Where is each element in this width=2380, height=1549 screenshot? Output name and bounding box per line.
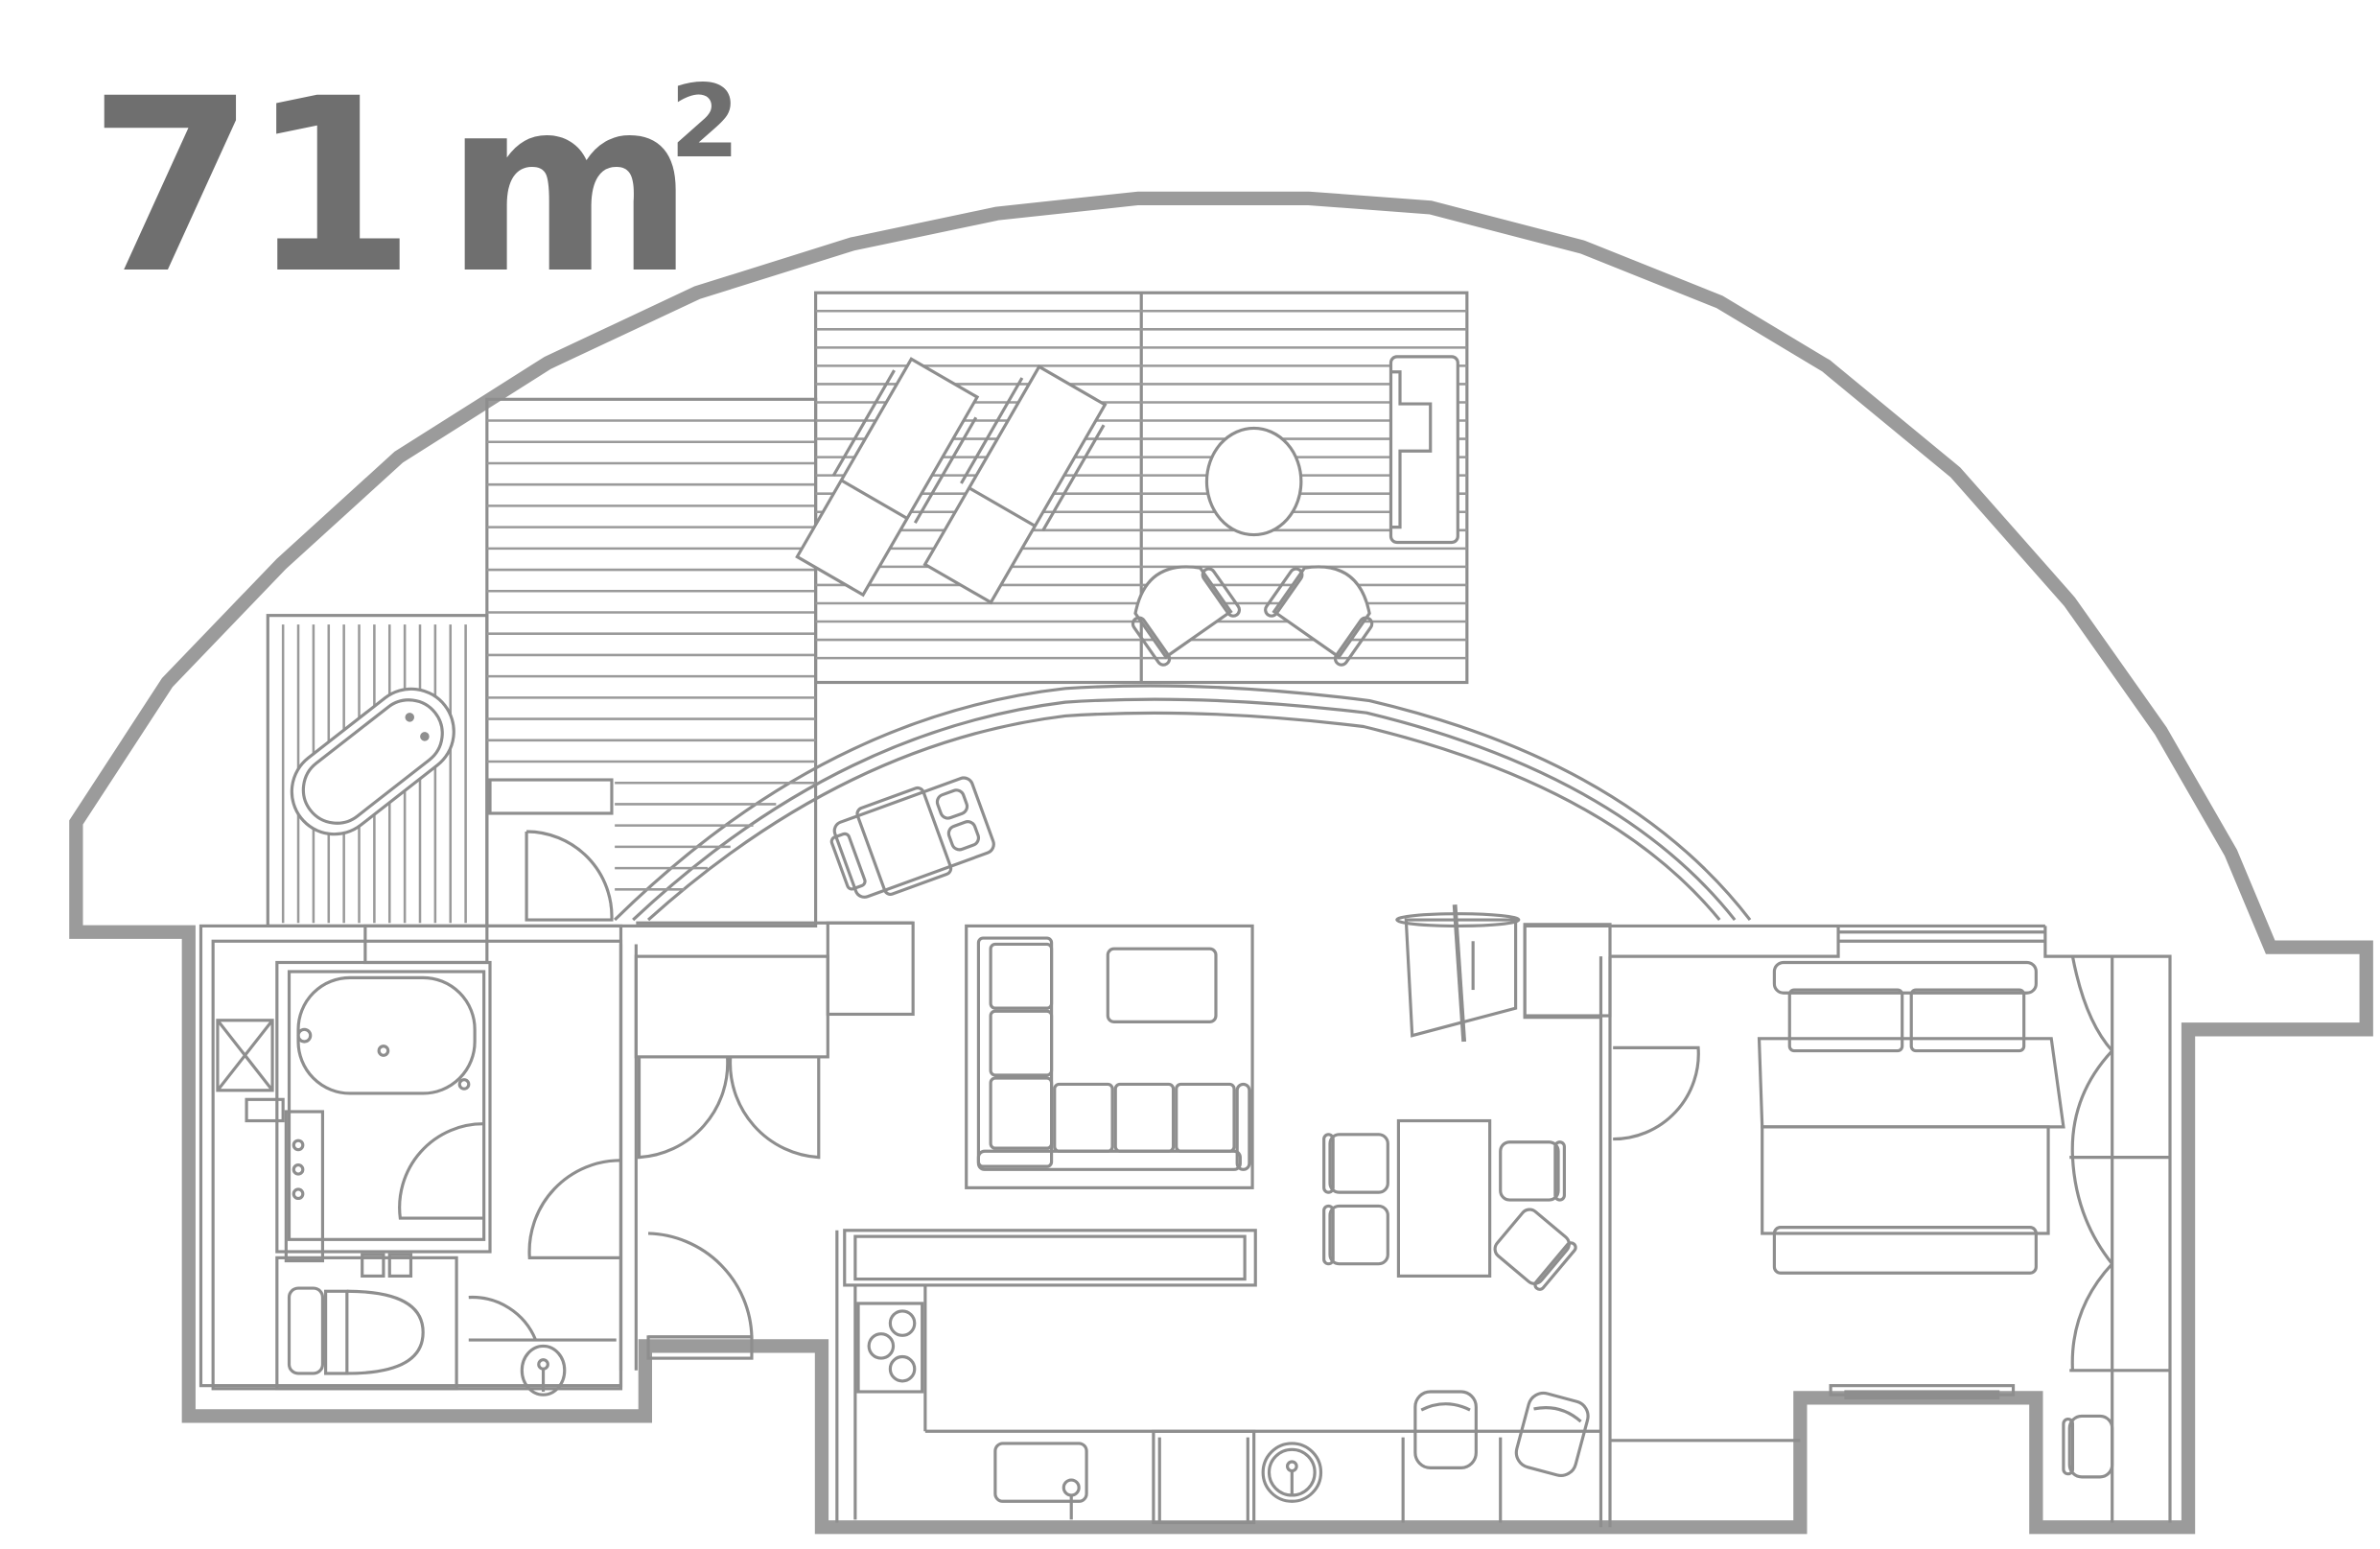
- area-superscript: 2: [669, 63, 740, 180]
- dining-chair-icon: [1499, 1140, 1566, 1202]
- sink-icon: [993, 1442, 1088, 1520]
- outer-wall: [69, 191, 2373, 1535]
- area-unit: m: [444, 47, 695, 326]
- armchair-icon: [1264, 565, 1374, 667]
- area-value: 71: [88, 47, 416, 326]
- cooktop-icon: [856, 1302, 924, 1394]
- round-sink-icon: [1261, 1442, 1323, 1503]
- double-bed-icon: [1757, 960, 2065, 1275]
- coffee-table-icon: [1106, 947, 1218, 1023]
- curved-window: [614, 684, 1752, 922]
- bathtub-icon: [296, 975, 477, 1095]
- armchair-icon: [1131, 565, 1242, 667]
- freestanding-bathtub-icon: [290, 687, 455, 836]
- sun-lounger-icon: [795, 357, 980, 598]
- tv-icon: [1395, 904, 1521, 1043]
- terrace-sofa-icon: [1388, 355, 1459, 545]
- round-table-icon: [1204, 426, 1303, 537]
- sun-lounger-icon: [922, 364, 1108, 605]
- ventilation-shaft-icon: [216, 1019, 274, 1092]
- dining-chair-icon: [1322, 1133, 1389, 1194]
- deck-center: [485, 397, 818, 927]
- dining-chair-icon: [1322, 1204, 1389, 1266]
- hand-sink-icon: [520, 1344, 567, 1396]
- bar-chair-icon: [1413, 1390, 1478, 1469]
- wardrobe: [634, 954, 829, 1059]
- entrance-hall: [525, 830, 915, 1371]
- dining-table-icon: [1396, 1118, 1492, 1278]
- l-sofa-icon: [965, 924, 1254, 1189]
- washbasin-icon: [284, 1110, 325, 1263]
- dining-chair-icon: [1493, 1208, 1577, 1291]
- reclining-chair-icon: [829, 776, 995, 899]
- desk-chair-icon: [2062, 1414, 2114, 1479]
- toilet-icon: [287, 1286, 425, 1375]
- bathroom: [198, 924, 623, 1396]
- kitchen: [835, 1229, 1601, 1525]
- bar-chair-icon: [1514, 1391, 1590, 1478]
- bedroom: [1523, 926, 2172, 1528]
- radiator-icon: [1829, 1384, 2016, 1399]
- living-room: [965, 904, 2045, 1291]
